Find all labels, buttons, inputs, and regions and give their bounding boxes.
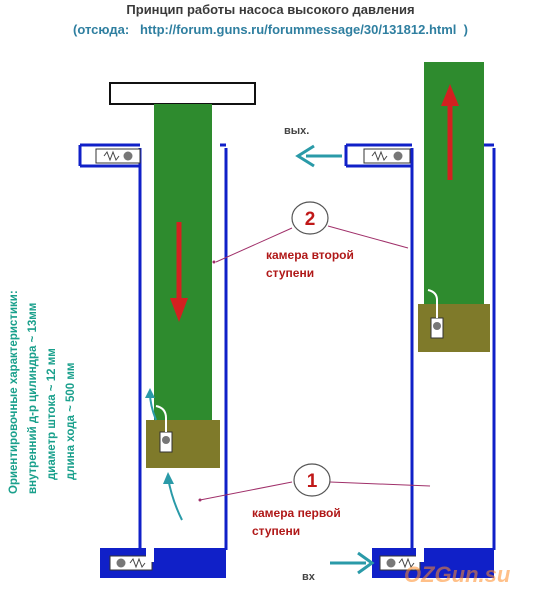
left-pump [78,82,256,578]
specs-line4: длина хода ~ 500 мм [65,363,77,480]
markers [198,201,431,502]
left-flow-arrowhead-low [163,472,174,484]
right-pump [295,62,496,578]
chamber-2-label-line2: ступени [266,266,314,280]
right-piston [418,304,490,352]
page-title: Принцип работы насоса высокого давления [126,2,415,17]
right-inlet-ball [386,558,396,568]
outlet-label: вых. [284,125,309,137]
inlet-flow-arrowhead [357,551,375,575]
right-cylinder [344,143,496,550]
left-chamber-2-dot [212,260,216,264]
marker-2-leader-left [215,227,293,263]
right-inlet-spring [398,557,415,569]
outlet-flow-arrowhead [295,144,315,168]
marker-1-label: 1 [307,471,318,492]
left-piston-channel [155,405,167,432]
right-piston-channel [427,289,438,318]
specs-block: Ориентировочные характеристики: внутренн… [8,290,77,494]
marker-1-leader-left [199,481,293,501]
marker-2-circle [291,201,329,235]
left-outlet-spring [103,150,120,162]
right-outlet-spring [371,150,388,162]
right-stroke-arrowhead [441,84,459,106]
marker-1-leader-right [329,481,431,487]
left-chamber-1-dot [198,498,202,502]
left-inlet-valve [109,555,153,571]
left-flow-arrowhead-up [145,388,155,398]
right-outlet-ball [393,151,403,161]
marker-2-leader-right [327,225,409,249]
specs-line2: внутренний д-р цилиндра ~ 13мм [27,303,39,494]
left-piston [146,420,220,468]
chamber-1-label-line1: камера первой [252,506,341,520]
chamber-2-label-line1: камера второй [266,248,354,262]
watermark: OZGun.su [404,562,511,587]
left-flow-arrow-low [167,477,183,521]
left-outlet-ball [123,151,133,161]
left-rod [154,104,212,420]
left-cylinder [78,143,228,550]
left-outlet-valve [95,148,141,164]
left-stroke-arrowhead [170,298,188,322]
right-piston-valve-ball [433,322,441,330]
chamber-1-label-line2: ступени [252,524,300,538]
right-inlet-channel [416,548,424,562]
marker-2-label: 2 [305,209,316,230]
inlet-label: вх [302,571,316,583]
left-piston-valve-ball [162,436,170,444]
left-rod-cap [109,82,256,105]
left-inlet-channel [146,548,154,562]
specs-line3: диаметр штока ~ 12 мм [46,348,58,480]
left-inlet-ball [116,558,126,568]
source-link[interactable]: (отсюда: http://forum.guns.ru/forummessa… [73,22,468,37]
specs-line1: Ориентировочные характеристики: [8,290,20,494]
marker-1-circle [293,463,331,497]
left-inlet-spring [129,557,146,569]
